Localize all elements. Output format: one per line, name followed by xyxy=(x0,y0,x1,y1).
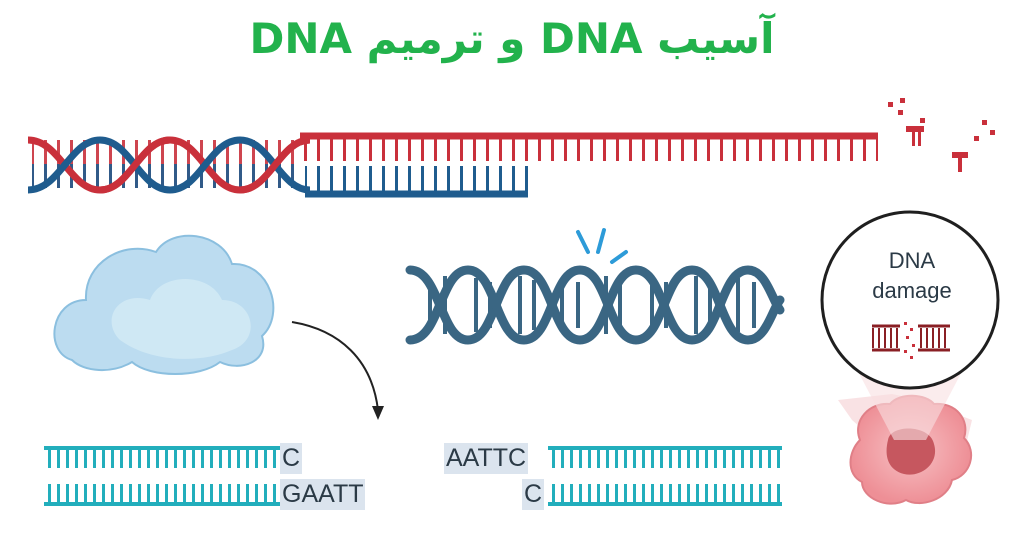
sequence-left-bottom: GAATT xyxy=(280,479,366,510)
dna-damage-label: DNA damage xyxy=(850,246,974,306)
dna-damage-label-line2: damage xyxy=(872,278,952,303)
dna-damage-label-line1: DNA xyxy=(888,248,936,273)
protein-blob-icon xyxy=(53,234,275,375)
top-strand-rungs xyxy=(300,139,878,161)
sequence-right-bottom: C xyxy=(522,479,545,510)
free-nucleotides xyxy=(888,98,995,172)
sequence-right-top: AATTC xyxy=(444,443,529,474)
replicating-dna xyxy=(27,98,995,198)
cut-dna-right xyxy=(548,446,782,506)
sequence-left-top: C xyxy=(280,443,303,474)
page-title: آسیب DNA و ترمیم DNA xyxy=(249,14,775,63)
helix-strand-blue xyxy=(27,136,311,194)
magnifier-circle-icon xyxy=(820,210,1000,440)
arrow-icon xyxy=(291,321,384,420)
cut-dna-left xyxy=(44,446,280,506)
break-spark-icon xyxy=(576,228,628,264)
dna-helix-icon xyxy=(405,265,785,345)
bottom-strand-rungs xyxy=(305,166,528,192)
